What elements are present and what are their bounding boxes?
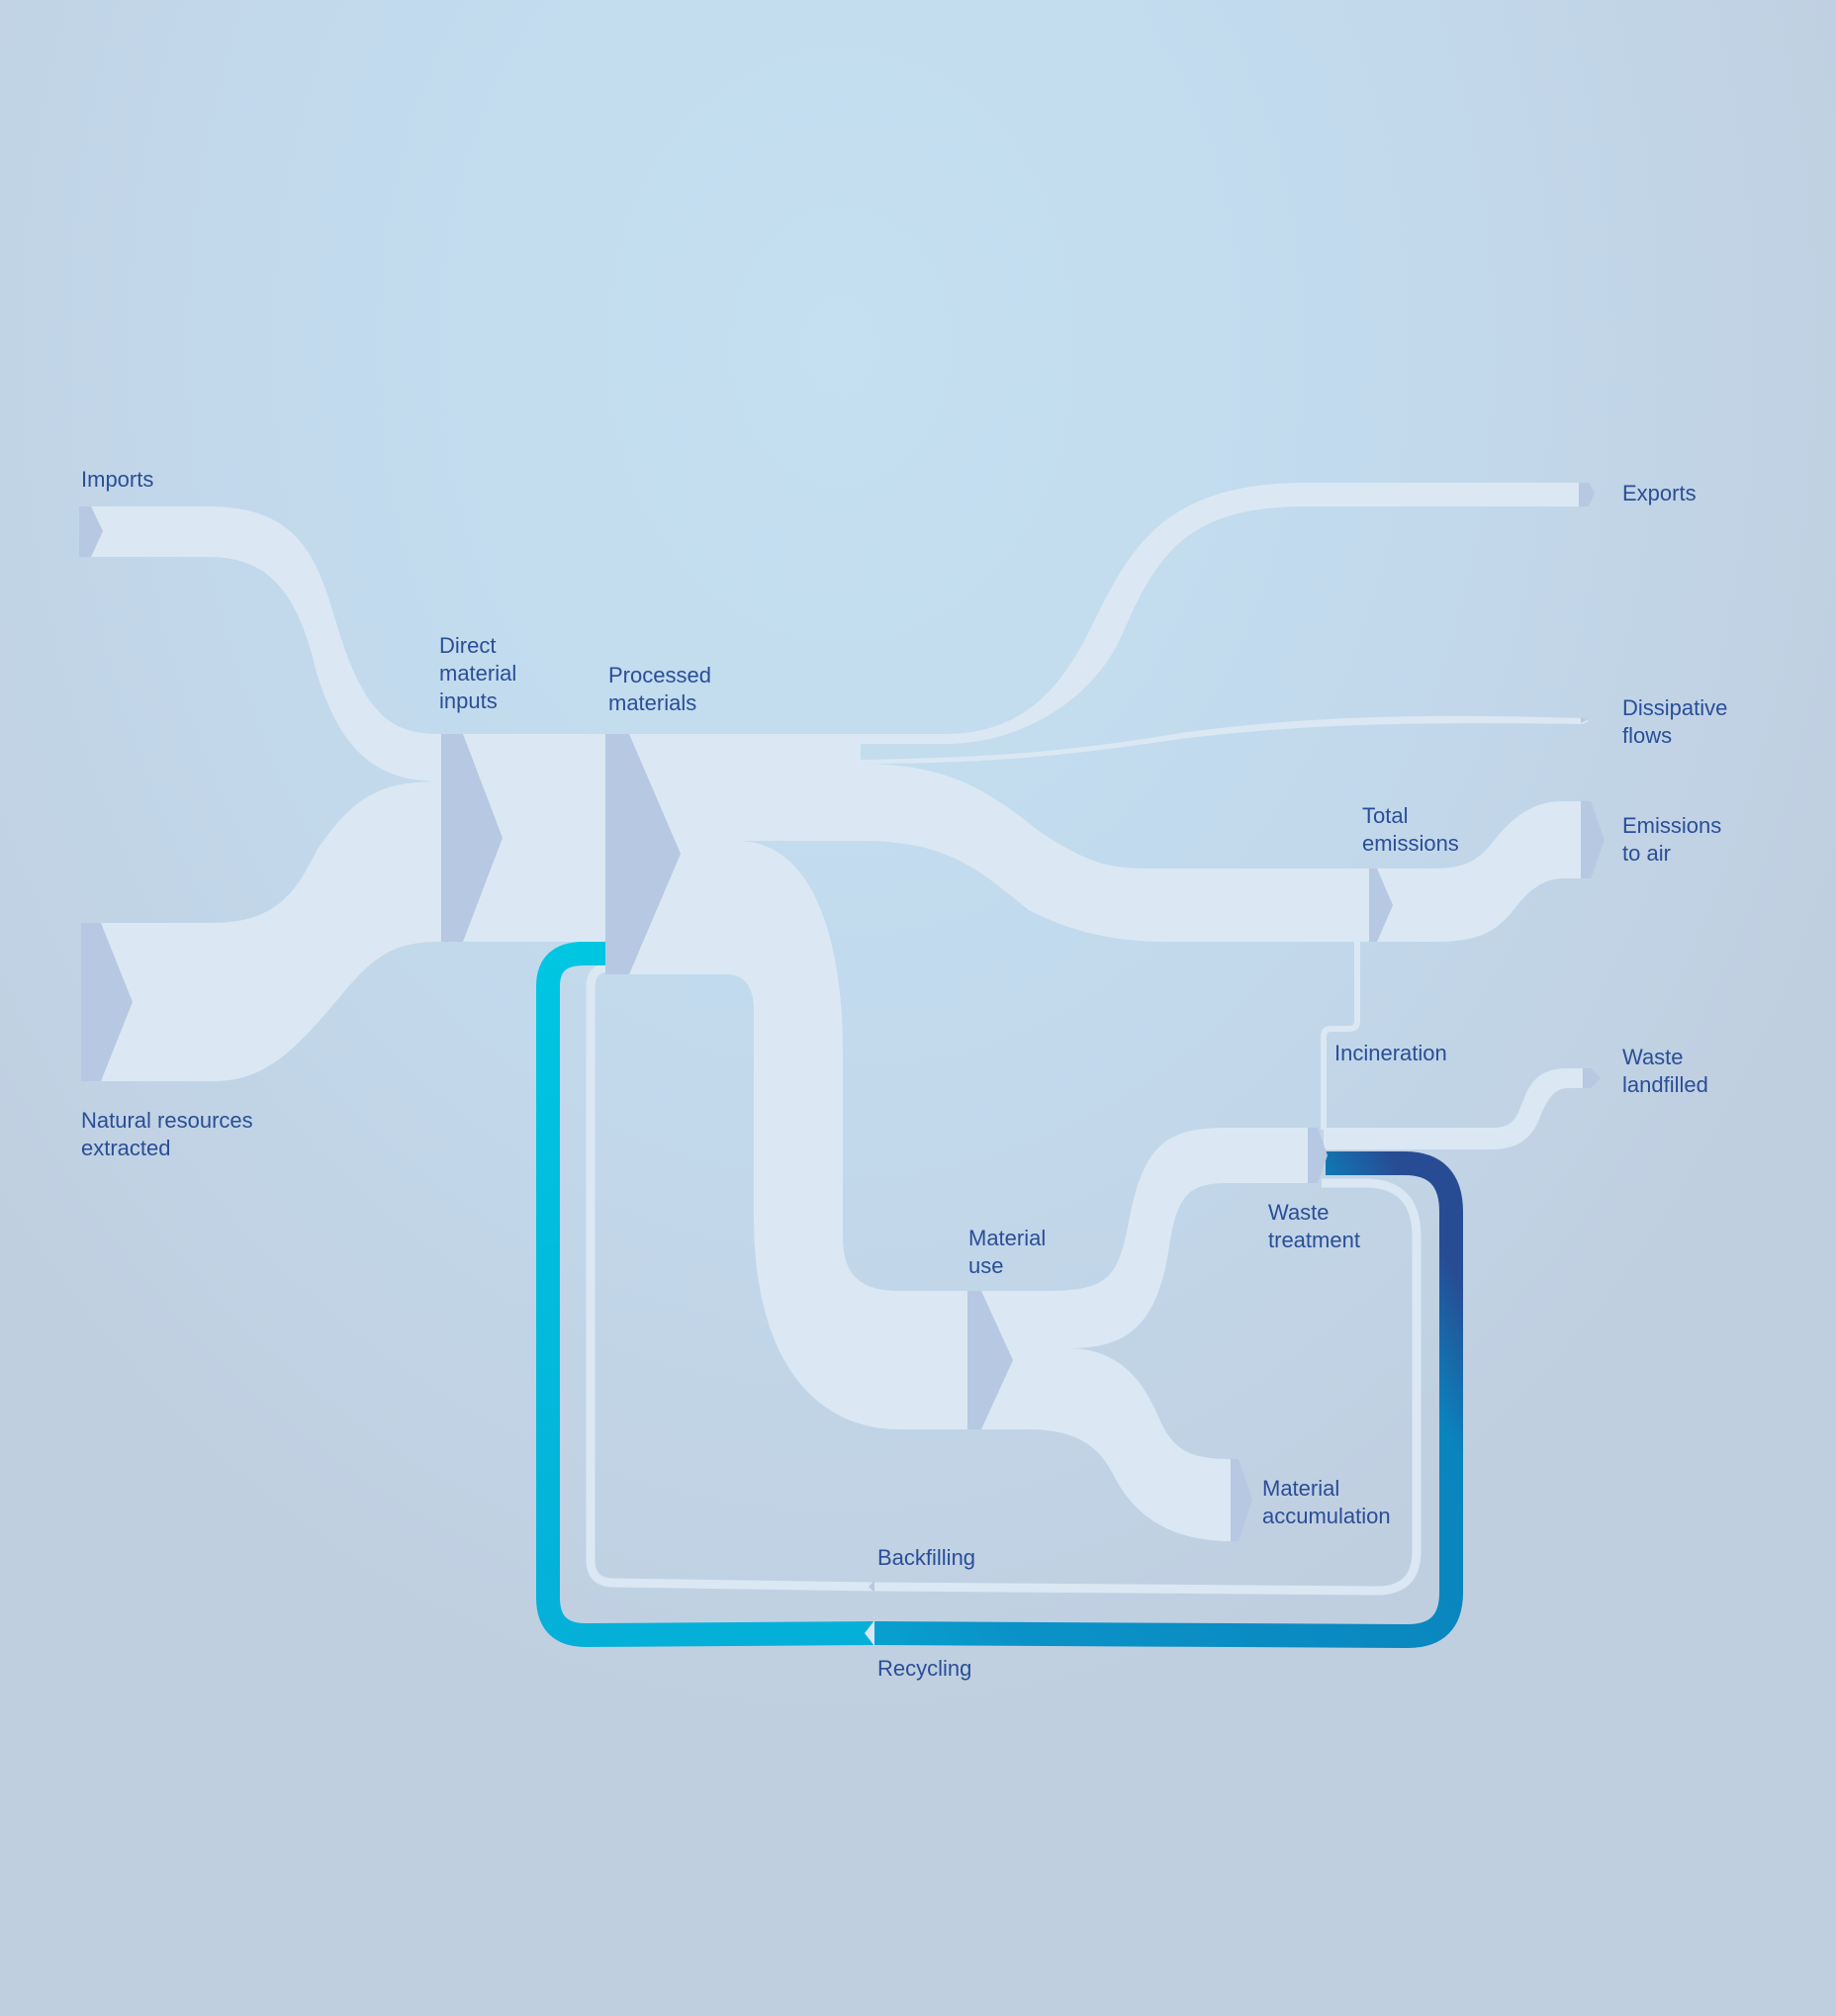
label-natural-resources: Natural resources extracted	[81, 1108, 259, 1160]
flow-backfilling	[586, 962, 1422, 1596]
label-processed-materials: Processed materials	[608, 663, 717, 715]
label-imports: Imports	[81, 467, 153, 492]
label-waste-treatment: Waste treatment	[1268, 1200, 1360, 1252]
label-recycling: Recycling	[877, 1656, 971, 1681]
node-processed-materials	[605, 734, 681, 974]
node-material-accumulation	[1231, 1459, 1252, 1541]
flow-recycling-return	[536, 942, 875, 1648]
node-direct-material-inputs	[441, 734, 503, 942]
flow-incineration	[1321, 942, 1360, 1130]
flow-waste-treatment	[967, 1128, 1311, 1348]
label-exports: Exports	[1622, 481, 1697, 505]
flow-emissions-air	[1369, 801, 1583, 942]
node-exports	[1579, 483, 1595, 506]
flow-landfill	[1324, 1068, 1589, 1149]
flow-material-accumulation	[967, 1348, 1232, 1541]
node-imports	[79, 506, 103, 557]
backfilling-arrowhead	[869, 1581, 874, 1593]
node-emissions-to-air	[1581, 801, 1605, 878]
flow-material-use	[683, 841, 967, 1429]
recycling-arrowhead	[865, 1620, 874, 1646]
flow-exports	[861, 483, 1589, 744]
label-direct-material-inputs: Direct material inputs	[439, 633, 522, 713]
flow-imports	[79, 506, 441, 781]
label-total-emissions: Total emissions	[1362, 803, 1459, 856]
label-material-accumulation: Material accumulation	[1262, 1476, 1391, 1528]
node-waste-landfilled	[1583, 1068, 1601, 1088]
node-material-use	[967, 1291, 1013, 1429]
label-waste-landfilled: Waste landfilled	[1622, 1045, 1708, 1097]
flow-recycling	[873, 1151, 1463, 1649]
label-incineration: Incineration	[1334, 1041, 1447, 1065]
node-natural-resources	[81, 923, 133, 1081]
label-material-use: Material use	[968, 1226, 1052, 1278]
node-waste-treatment	[1308, 1128, 1328, 1183]
flow-natural-resources	[81, 781, 441, 1081]
flow-emissions	[861, 764, 1369, 942]
label-emissions-to-air: Emissions to air	[1622, 813, 1727, 866]
node-dissipative-flows	[1581, 717, 1587, 723]
label-backfilling: Backfilling	[877, 1545, 975, 1570]
label-dissipative-flows: Dissipative flows	[1622, 695, 1734, 748]
node-total-emissions	[1369, 869, 1393, 942]
flow-dissipative	[861, 715, 1589, 764]
flow-processed-block	[609, 734, 861, 974]
